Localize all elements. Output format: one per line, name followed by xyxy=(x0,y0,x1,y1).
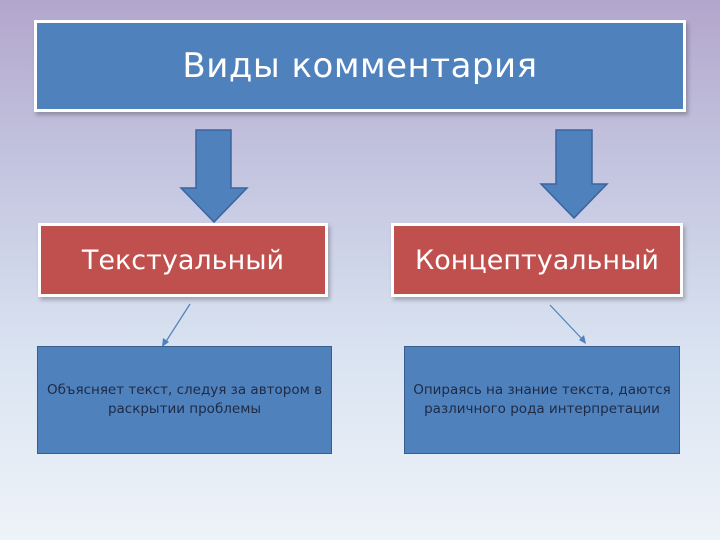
description-conceptual: Опираясь на знание текста, даются различ… xyxy=(404,346,680,454)
connector-arrowhead-right xyxy=(579,335,586,344)
connector-arrowhead-left xyxy=(162,338,169,347)
connector-line-left xyxy=(164,303,191,344)
description-textual: Объясняет текст, следуя за автором в рас… xyxy=(37,346,332,454)
category-textual: Текстуальный xyxy=(38,223,328,297)
diagram-title: Виды комментария xyxy=(34,20,686,112)
connector-line-right xyxy=(549,304,584,341)
category-conceptual: Концептуальный xyxy=(391,223,683,297)
down-arrow-left xyxy=(179,129,249,224)
down-arrow-right xyxy=(539,129,609,220)
